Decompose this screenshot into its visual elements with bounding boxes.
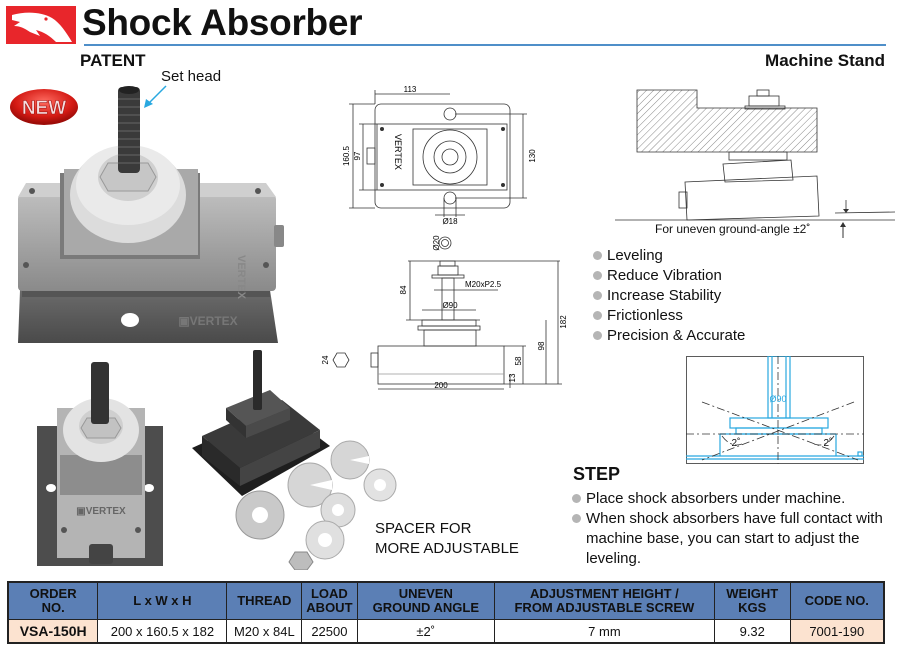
new-badge: NEW [9, 88, 79, 126]
col-header-adjustment: ADJUSTMENT HEIGHT /FROM ADJUSTABLE SCREW [493, 581, 715, 620]
product-photo-with-spacers [192, 350, 397, 570]
dim-pad-dia: Ø90 [442, 301, 458, 310]
cell-ground-angle: ±2˚ [356, 619, 495, 644]
drawing-brand-text: VERTEX [393, 134, 403, 170]
col-header-code-no: CODE NO. [789, 581, 885, 620]
cell-dimensions: 200 x 160.5 x 182 [97, 619, 228, 644]
step-item: When shock absorbers have full contact w… [572, 509, 897, 569]
feature-list: Leveling Reduce Vibration Increase Stabi… [592, 246, 745, 346]
spacer-note-line2: MORE ADJUSTABLE [375, 540, 519, 557]
dim-overall-height: 160.5 [342, 145, 351, 166]
feature-item: Frictionless [592, 306, 745, 326]
brand-logo [6, 6, 76, 44]
col-header-dimensions: L x W x H [97, 581, 228, 620]
svg-text:▣VERTEX: ▣VERTEX [178, 314, 237, 328]
eagle-logo-icon [12, 12, 72, 42]
step-item: Place shock absorbers under machine. [572, 489, 897, 509]
dim-hole-dia: Ø18 [442, 217, 458, 226]
set-head-callout: Set head [161, 68, 222, 85]
table-row: VSA-150H 200 x 160.5 x 182 M20 x 84L 225… [7, 619, 885, 644]
page-title: Shock Absorber [82, 2, 363, 43]
dim-length: 200 [434, 381, 448, 390]
cell-order-no: VSA-150H [7, 619, 99, 644]
right-angle-label: 2˚ [824, 437, 833, 449]
machine-stand-drawing [615, 89, 895, 221]
thread-label: M20xP2.5 [465, 280, 502, 289]
dim-total-height: 182 [559, 315, 568, 329]
product-photo-main: ▣VERTEX VERTEX [18, 86, 284, 343]
left-angle-label: 2˚ [732, 437, 741, 449]
dim-screw-length: 84 [399, 285, 408, 294]
svg-text:VERTEX: VERTEX [235, 255, 247, 300]
cell-code-no: 7001-190 [789, 619, 885, 644]
up-arrow-icon [840, 222, 846, 238]
feature-item: Precision & Accurate [592, 326, 745, 346]
cell-load: 22500 [301, 619, 358, 644]
spacer-note: SPACER FOR MORE ADJUSTABLE [375, 519, 519, 559]
side-view-drawing: Ø20 84 M20xP2.5 Ø90 182 98 58 13 200 24 [321, 235, 568, 390]
title-divider [84, 44, 886, 46]
dim-hex: 24 [321, 355, 330, 364]
feature-item: Increase Stability [592, 286, 745, 306]
dim-mid-height: 98 [537, 341, 546, 350]
dim-inner-height: 97 [353, 151, 362, 160]
dim-width: 113 [404, 85, 417, 94]
patent-label: PATENT [80, 51, 146, 70]
svg-text:▣VERTEX: ▣VERTEX [76, 506, 126, 517]
top-view-drawing: 113 160.5 97 130 Ø18 VERTEX [342, 85, 537, 226]
cell-weight: 9.32 [713, 619, 791, 644]
col-header-thread: THREAD [226, 581, 303, 620]
new-badge-label: NEW [22, 98, 66, 119]
product-photo-top-view: ▣VERTEX [37, 362, 163, 566]
dim-base-height: 13 [508, 373, 517, 382]
pad-dia-label: Ø90 [769, 394, 786, 404]
cell-adjustment: 7 mm [493, 619, 715, 644]
dim-hole-spacing: 130 [528, 149, 537, 163]
spacer-note-line1: SPACER FOR [375, 520, 472, 537]
dim-body-height: 58 [514, 356, 523, 365]
step-list: Place shock absorbers under machine. Whe… [572, 489, 897, 569]
step-title: STEP [573, 464, 621, 484]
ground-angle-note: For uneven ground-angle ±2˚ [655, 222, 811, 236]
callout-arrow-icon [144, 85, 167, 108]
angle-diagram: Ø90 2˚ 2˚ [686, 356, 864, 464]
dim-bolt-dia: Ø20 [432, 235, 441, 251]
machine-stand-title: Machine Stand [765, 51, 885, 70]
feature-item: Reduce Vibration [592, 266, 745, 286]
feature-item: Leveling [592, 246, 745, 266]
cell-thread: M20 x 84L [226, 619, 303, 644]
